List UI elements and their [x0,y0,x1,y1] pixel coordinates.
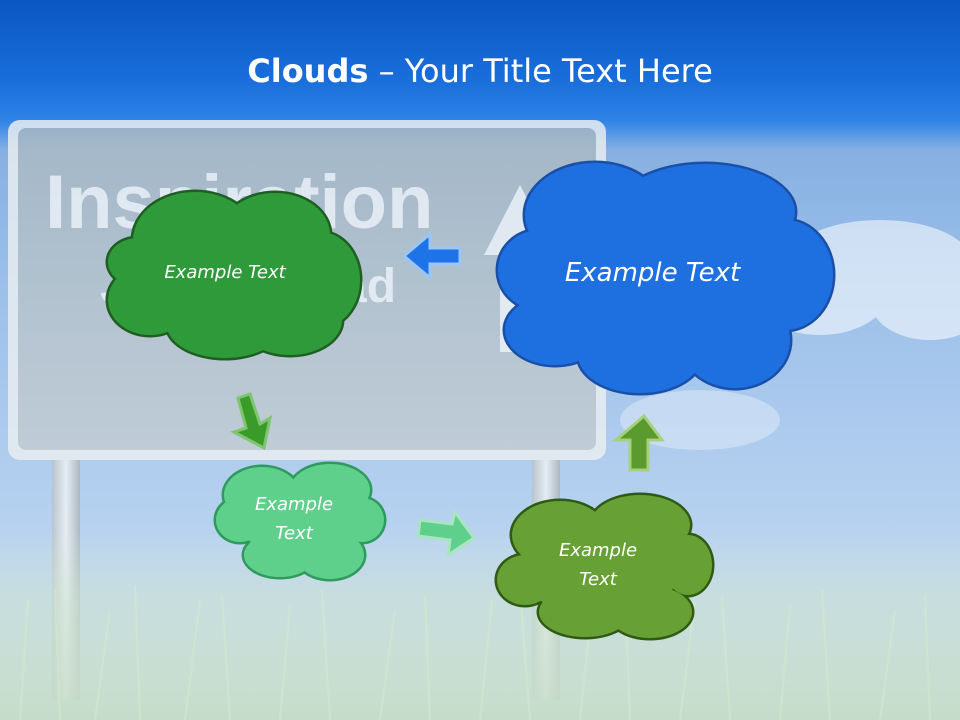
title-bold: Clouds [247,52,369,90]
arrow-left-icon [401,230,462,282]
slide-title: Clouds – Your Title Text Here [0,52,960,90]
arrow-down-icon [230,392,273,451]
cloud-mint-small[interactable] [213,461,387,582]
title-rest: Your Title Text Here [404,52,713,90]
cloud-blue-large[interactable] [495,160,836,396]
cloud-puff [520,524,680,616]
cloud-puff [240,482,360,558]
cloud-green-large[interactable] [105,189,363,361]
grass [0,530,960,720]
cloud-olive-label: Example Text [558,540,638,590]
cloud-mint-label: Example Text [254,494,334,544]
cloud-puff [540,200,790,360]
cloud-puff [145,225,335,335]
cloud-olive-small[interactable] [494,492,715,641]
arrow-up-icon [611,413,665,472]
cloud-green-label: Example Text [164,262,286,283]
cloud-blue-label: Example Text [564,258,741,288]
arrow-right-icon [416,508,477,559]
title-dash: – [368,52,405,90]
